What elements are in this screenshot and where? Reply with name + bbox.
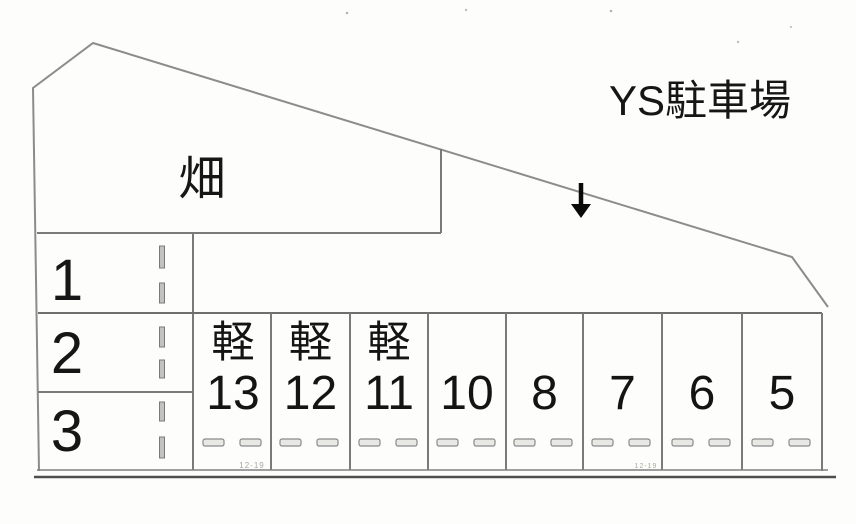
space-type-label	[662, 315, 742, 363]
down-arrow-icon	[571, 183, 591, 218]
parking-space-10: 10	[428, 313, 506, 470]
lane-dashes	[159, 245, 165, 459]
space-type-label: 軽	[211, 319, 255, 367]
scan-specks	[345, 8, 793, 44]
lane-dash	[159, 245, 165, 269]
field-area-lines	[37, 149, 442, 234]
wheel-stop	[473, 438, 496, 447]
wheel-stop	[316, 438, 339, 447]
speck	[789, 25, 793, 29]
wheel-stop	[751, 438, 774, 447]
parking-space-kei-12: 軽 12	[271, 313, 350, 470]
wheel-stop	[550, 438, 573, 447]
space-number: 5	[768, 366, 796, 420]
space-number: 8	[531, 366, 558, 420]
lane-dash	[159, 401, 165, 422]
arrow-head	[571, 204, 591, 218]
space-number: 12	[283, 366, 338, 420]
parking-space-5: 5	[742, 313, 822, 470]
parking-space-3-label: 3	[50, 398, 84, 464]
space-type-label: 軽	[289, 319, 332, 367]
parking-space-kei-13: 軽 13	[195, 313, 271, 470]
space-number: 13	[206, 366, 260, 420]
space-number: 6	[688, 366, 716, 420]
bottom-row-lines	[38, 312, 823, 471]
lane-dash	[159, 359, 165, 379]
wheel-stop	[591, 438, 614, 447]
space-type-label	[583, 315, 662, 363]
wheel-stop	[239, 438, 262, 447]
wheel-stop	[513, 438, 536, 447]
road-edge-lines	[34, 469, 836, 479]
outer-boundary-line	[31, 41, 829, 472]
parking-space-6: 6	[662, 313, 742, 470]
parking-space-7: 7	[583, 313, 662, 470]
space-number: 7	[609, 366, 636, 420]
boundary-lines	[31, 41, 829, 472]
field-area-label: 畑	[178, 151, 226, 205]
page-title: YS駐車場	[608, 76, 792, 124]
space-type-label	[506, 315, 583, 363]
lane-dash	[159, 282, 165, 304]
space-type-label	[428, 315, 506, 363]
wheel-stops	[202, 438, 811, 447]
wheel-stop	[202, 438, 225, 447]
wheel-stop	[358, 438, 381, 447]
left-column-lines	[38, 233, 194, 470]
faint-dimension-mark: 12-19	[239, 460, 265, 470]
wheel-stop	[628, 438, 651, 447]
speck	[345, 11, 349, 15]
parking-space-8: 8	[506, 313, 583, 470]
wheel-stop	[395, 438, 418, 447]
parking-space-kei-11: 軽 11	[350, 313, 428, 470]
wheel-stop	[436, 438, 459, 447]
lane-dash	[159, 326, 165, 348]
speck	[464, 8, 468, 12]
faint-dimension-mark: 12-19	[634, 462, 658, 470]
lane-dash	[159, 436, 165, 459]
wheel-stop	[279, 438, 302, 447]
space-type-label: 軽	[367, 319, 411, 367]
wheel-stop	[788, 438, 811, 447]
space-number: 11	[364, 366, 414, 420]
space-type-label	[742, 315, 822, 363]
parking-space-1-label: 1	[50, 247, 84, 313]
wheel-stop	[708, 438, 731, 447]
speck	[736, 40, 740, 44]
speck	[609, 9, 613, 13]
parking-space-2-label: 2	[50, 320, 84, 386]
space-number: 10	[440, 366, 494, 420]
wheel-stop	[671, 438, 694, 447]
